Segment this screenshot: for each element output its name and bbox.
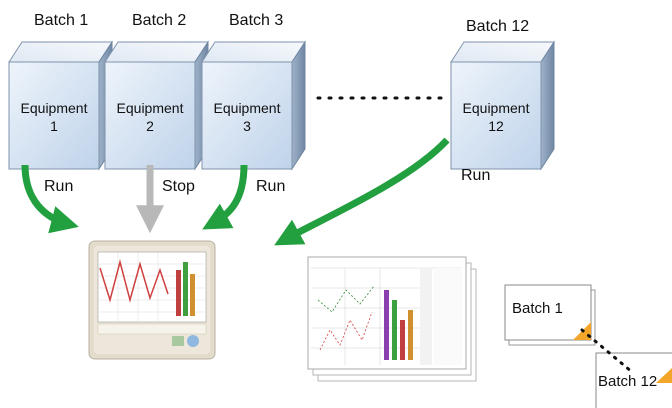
equipment-cube-1 bbox=[8, 40, 113, 171]
equipment-label-3-line1: Equipment bbox=[213, 100, 281, 116]
run-arrow-1 bbox=[21, 164, 79, 234]
document-label-last: Batch 12 bbox=[598, 373, 658, 390]
run-arrow-12 bbox=[274, 137, 450, 246]
batch-label-2: Batch 2 bbox=[132, 12, 187, 29]
equipment-label-1-line1: Equipment bbox=[20, 100, 88, 116]
equipment-label-1: Equipment 1 bbox=[19, 99, 89, 135]
equipment-cube-3 bbox=[201, 40, 306, 171]
batch-document-12 bbox=[595, 352, 672, 408]
equipment-label-2-line2: 2 bbox=[146, 118, 154, 134]
report-stack bbox=[307, 256, 477, 382]
recorder-device bbox=[88, 240, 216, 360]
batch-document-1 bbox=[504, 284, 596, 346]
equipment-label-2-line1: Equipment bbox=[116, 100, 184, 116]
run-arrow-3 bbox=[202, 164, 248, 230]
equipment-cube-12 bbox=[450, 40, 555, 171]
equipment-label-1-line2: 1 bbox=[50, 118, 58, 134]
batch-label-3: Batch 3 bbox=[229, 12, 284, 29]
status-label-12: Run bbox=[461, 167, 491, 184]
equipment-label-3: Equipment 3 bbox=[212, 99, 282, 135]
document-label-first: Batch 1 bbox=[512, 300, 563, 317]
batch-label-12: Batch 12 bbox=[466, 18, 530, 35]
equipment-label-12-line2: 12 bbox=[488, 118, 504, 134]
equipment-label-2: Equipment 2 bbox=[115, 99, 185, 135]
status-label-2: Stop bbox=[162, 178, 195, 195]
equipment-label-3-line2: 3 bbox=[243, 118, 251, 134]
status-label-3: Run bbox=[256, 178, 286, 195]
batch-label-1: Batch 1 bbox=[34, 12, 89, 29]
status-label-1: Run bbox=[44, 178, 74, 195]
document-connector bbox=[580, 328, 634, 374]
equipment-label-12-line1: Equipment bbox=[462, 100, 530, 116]
equipment-label-12: Equipment 12 bbox=[461, 99, 531, 135]
